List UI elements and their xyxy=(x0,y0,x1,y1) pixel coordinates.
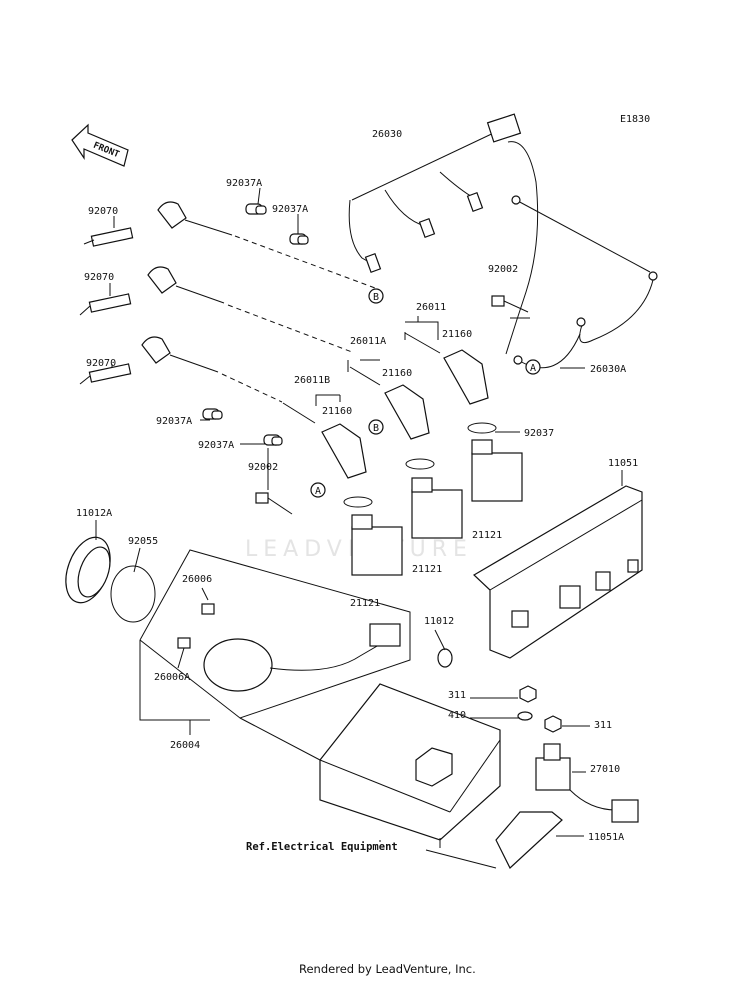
marker-b: B xyxy=(368,419,384,435)
part-label[interactable]: 410 xyxy=(448,710,466,721)
footer-credit: Rendered by LeadVenture, Inc. xyxy=(299,962,476,976)
leader-lines xyxy=(95,187,623,848)
circlip-icon xyxy=(467,422,497,434)
part-label[interactable]: 26030A xyxy=(590,364,626,375)
cap-icon xyxy=(65,536,111,604)
bracket-icon xyxy=(473,485,643,659)
part-label[interactable]: 92037A xyxy=(198,440,234,451)
part-label[interactable]: 21121 xyxy=(472,530,502,541)
plug-cap-icon xyxy=(147,266,225,304)
washer-icon xyxy=(517,711,533,721)
circlip-icon xyxy=(343,496,373,508)
part-label[interactable]: 27010 xyxy=(590,764,620,775)
svg-text:B: B xyxy=(373,423,379,434)
spark-plug-icon xyxy=(83,227,134,247)
part-label[interactable]: 311 xyxy=(448,690,466,701)
reference-note: Ref.Electrical Equipment xyxy=(246,841,398,853)
part-label[interactable]: 92002 xyxy=(248,462,278,473)
svg-text:A: A xyxy=(315,486,321,497)
ignition-coil-icon xyxy=(351,514,403,576)
o-ring-icon xyxy=(110,565,156,623)
part-label[interactable]: 11012A xyxy=(76,508,112,519)
part-label[interactable]: 21121 xyxy=(350,598,380,609)
bolt-icon xyxy=(491,295,529,313)
svg-text:A: A xyxy=(530,363,536,374)
clamp-icon xyxy=(263,434,283,446)
part-label[interactable]: 92037 xyxy=(524,428,554,439)
connector-icon xyxy=(437,648,453,668)
part-label[interactable]: 26011 xyxy=(416,302,446,313)
electrical-box xyxy=(319,683,501,841)
coil-rod xyxy=(282,402,316,424)
coil-rod xyxy=(404,332,441,354)
marker-a: A xyxy=(310,482,326,498)
coil-boot-icon xyxy=(384,384,430,440)
spark-plug-icon xyxy=(79,363,132,385)
svg-text:B: B xyxy=(373,292,379,303)
plug-cap-icon xyxy=(141,336,219,373)
part-label[interactable]: 92070 xyxy=(86,358,116,369)
relay-bracket-icon xyxy=(495,811,563,869)
part-label[interactable]: 92037A xyxy=(272,204,308,215)
plug-cap-icon xyxy=(157,201,233,236)
part-label[interactable]: 311 xyxy=(594,720,612,731)
part-label[interactable]: 11012 xyxy=(424,616,454,627)
front-arrow-icon: FRONT xyxy=(71,123,129,167)
part-label[interactable]: 92002 xyxy=(488,264,518,275)
part-label[interactable]: 92070 xyxy=(84,272,114,283)
coil-rod xyxy=(349,366,381,386)
circlip-icon xyxy=(405,458,435,470)
part-label[interactable]: 21160 xyxy=(382,368,412,379)
marker-b: B xyxy=(368,288,384,304)
part-label[interactable]: 26006A xyxy=(154,672,190,683)
part-label[interactable]: 92070 xyxy=(88,206,118,217)
clamp-icon xyxy=(245,203,267,215)
diagram-code: E1830 xyxy=(620,114,650,125)
marker-a: A xyxy=(525,359,541,375)
nut-icon xyxy=(519,685,537,703)
dashed-guide xyxy=(221,373,283,403)
part-label[interactable]: 92055 xyxy=(128,536,158,547)
nut-icon xyxy=(544,715,562,733)
part-label[interactable]: 26004 xyxy=(170,740,200,751)
ignition-coil-icon xyxy=(411,477,463,539)
dashed-guide xyxy=(234,235,376,289)
leader-lines xyxy=(239,717,497,869)
part-label[interactable]: 11051A xyxy=(588,832,624,843)
ignition-coil-icon xyxy=(471,439,523,502)
part-label[interactable]: 26011B xyxy=(294,375,330,386)
part-label[interactable]: 92037A xyxy=(156,416,192,427)
wire-harness xyxy=(348,113,658,369)
part-label[interactable]: 21160 xyxy=(442,329,472,340)
coil-boot-icon xyxy=(443,349,489,405)
dashed-guide xyxy=(227,304,353,353)
spark-plug-icon xyxy=(79,293,132,316)
part-label[interactable]: 26011A xyxy=(350,336,386,347)
part-label[interactable]: 26006 xyxy=(182,574,212,585)
part-label[interactable]: 21121 xyxy=(412,564,442,575)
part-label[interactable]: 26030 xyxy=(372,129,402,140)
part-label[interactable]: 92037A xyxy=(226,178,262,189)
pickup-coil-assembly xyxy=(139,549,411,719)
clamp-icon xyxy=(289,233,309,245)
bolt-icon xyxy=(255,492,293,515)
part-label[interactable]: 21160 xyxy=(322,406,352,417)
part-label[interactable]: 11051 xyxy=(608,458,638,469)
relay-icon xyxy=(535,743,639,823)
clamp-icon xyxy=(202,408,223,420)
coil-boot-icon xyxy=(321,423,367,479)
